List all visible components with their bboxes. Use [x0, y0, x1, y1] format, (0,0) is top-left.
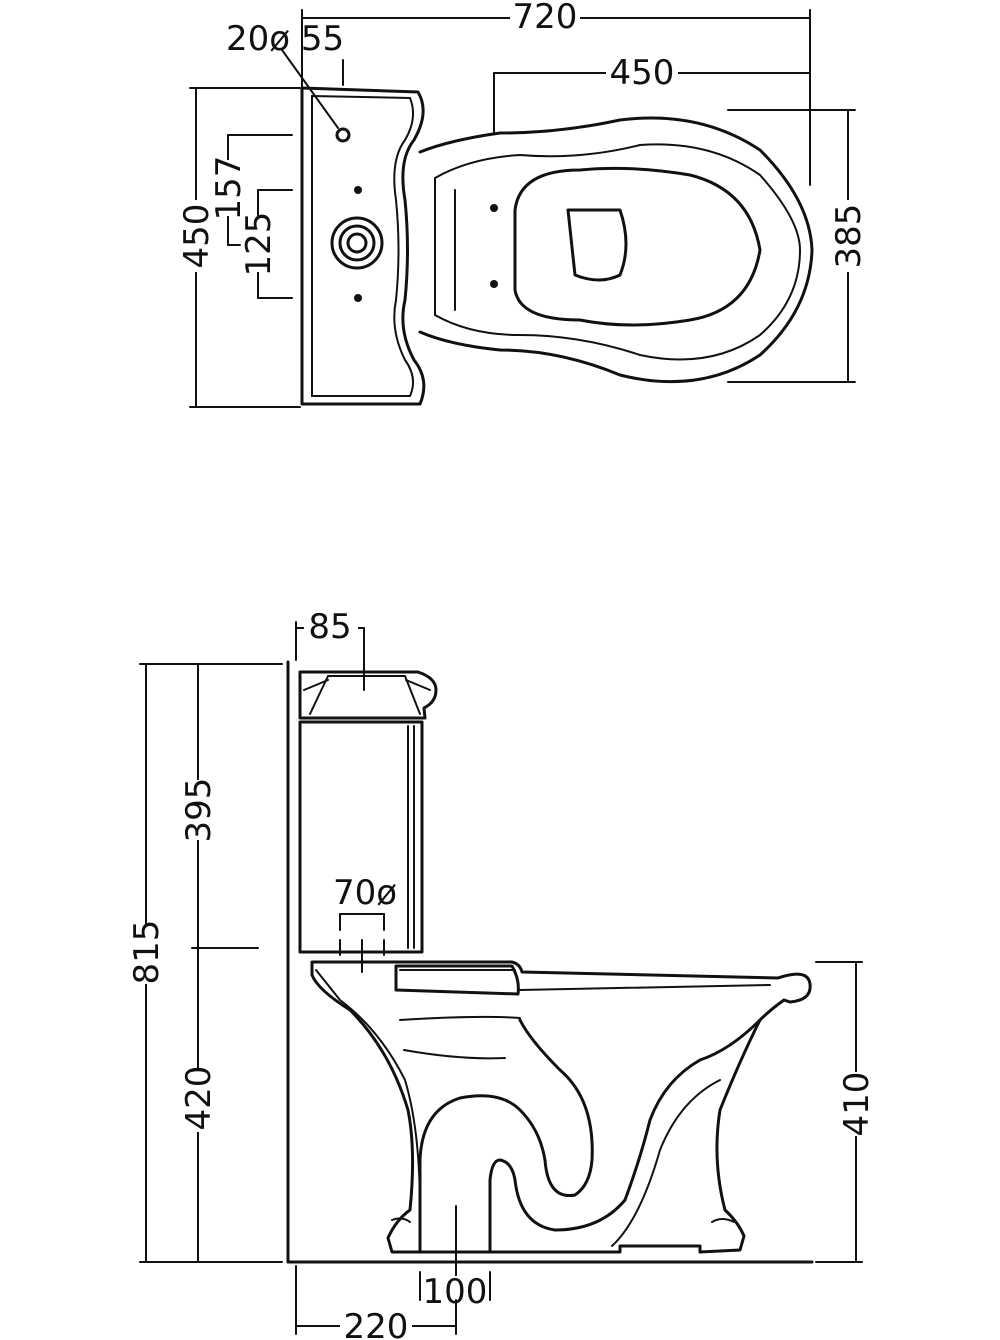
dim-outlet-width: 100	[419, 1205, 491, 1312]
dim-label: 20ø 55	[226, 19, 344, 59]
dim-label: 70ø	[333, 873, 397, 913]
dim-flush-pipe: 70ø	[330, 873, 400, 973]
dim-bowl-width: 385	[727, 109, 869, 383]
dim-rim-height: 410	[815, 961, 877, 1263]
dim-tank-depth: 450	[177, 87, 301, 408]
dim-label: 395	[179, 778, 219, 843]
inlet-hole-icon	[335, 127, 351, 143]
top-view-cistern	[300, 86, 426, 406]
flush-button-icon	[330, 216, 384, 270]
dim-tank-height: 395	[179, 663, 259, 949]
side-view: 85 815 395 420	[127, 607, 877, 1340]
fixing-hole-icon	[354, 294, 362, 302]
fixing-hole-icon	[354, 186, 362, 194]
side-view-pan	[310, 960, 812, 1254]
dim-inlet: 20ø 55	[226, 19, 344, 129]
dim-bowl-length: 450	[493, 53, 811, 134]
dim-label: 157	[209, 156, 249, 221]
dim-label: 385	[829, 204, 869, 269]
dim-label: 125	[239, 212, 279, 277]
dim-pan-height: 420	[179, 947, 219, 1263]
dim-hole-spacing-outer: 157	[209, 134, 293, 246]
side-view-cistern-lid	[298, 670, 438, 720]
dim-label: 410	[837, 1072, 877, 1137]
dim-total-height: 815	[127, 663, 283, 1263]
dim-label: 815	[127, 920, 167, 985]
dim-hole-spacing-inner: 125	[239, 189, 293, 299]
side-view-cistern	[298, 720, 424, 954]
dim-outlet-center: 220	[295, 1265, 457, 1340]
dim-label: 220	[344, 1307, 409, 1340]
top-view: 720 450 20ø 55 450 157	[177, 0, 869, 408]
dim-overall-width: 720	[301, 0, 811, 186]
dim-label: 720	[513, 0, 578, 37]
top-view-pan	[418, 116, 814, 384]
dim-lid-offset: 85	[295, 607, 365, 691]
dim-label: 85	[308, 607, 351, 647]
dim-label: 420	[179, 1066, 219, 1131]
dim-label: 450	[177, 204, 217, 269]
dim-label: 450	[610, 53, 675, 93]
